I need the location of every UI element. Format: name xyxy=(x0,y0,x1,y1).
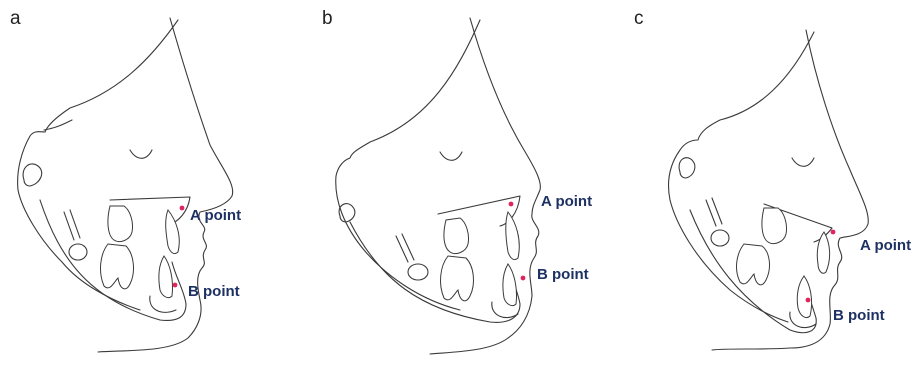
panel-b: b A point B point xyxy=(310,0,610,367)
orbit-outline xyxy=(44,120,72,130)
ramus-line xyxy=(396,236,408,262)
mandible-outline xyxy=(350,222,520,322)
cephalometric-tracing-a xyxy=(0,0,300,367)
ear-rod xyxy=(23,164,42,186)
upper-incisor xyxy=(506,212,520,260)
cephalometric-tracing-b xyxy=(310,0,610,367)
nasal-mark xyxy=(130,150,152,158)
mandibular-foramen xyxy=(711,230,729,246)
a-point-label: A point xyxy=(541,193,592,210)
a-point-marker xyxy=(509,202,514,207)
nasal-mark xyxy=(440,152,462,160)
upper-incisor xyxy=(166,210,180,254)
b-point-marker xyxy=(173,283,178,288)
a-point-label: A point xyxy=(860,237,911,254)
b-point-marker xyxy=(521,276,526,281)
panel-c: c A point B point xyxy=(620,0,917,367)
lower-incisor xyxy=(503,264,517,306)
soft-tissue-profile xyxy=(712,30,868,350)
a-point-label: A point xyxy=(190,207,241,224)
b-point-label: B point xyxy=(188,283,240,300)
upper-molar xyxy=(108,206,133,242)
nasal-mark xyxy=(792,158,814,166)
cranial-outline xyxy=(18,20,178,310)
upper-molar xyxy=(762,208,787,244)
upper-molar xyxy=(444,218,469,254)
lower-molar xyxy=(737,244,770,285)
a-point-marker xyxy=(831,230,836,235)
symphysis xyxy=(150,296,176,312)
lower-incisor xyxy=(797,276,811,318)
soft-tissue-profile xyxy=(430,18,540,354)
lower-molar xyxy=(101,244,134,289)
lower-incisor xyxy=(159,256,173,298)
ramus-line xyxy=(402,234,414,260)
mandibular-foramen xyxy=(408,264,428,280)
b-point-label: B point xyxy=(537,266,589,283)
upper-incisor xyxy=(817,232,829,273)
panel-a: a A point B point xyxy=(0,0,300,367)
ear-rod xyxy=(679,158,695,178)
lower-molar xyxy=(441,256,474,301)
mandibular-foramen xyxy=(69,244,87,260)
a-point-marker xyxy=(180,206,185,211)
b-point-label: B point xyxy=(833,307,885,324)
b-point-marker xyxy=(806,298,811,303)
